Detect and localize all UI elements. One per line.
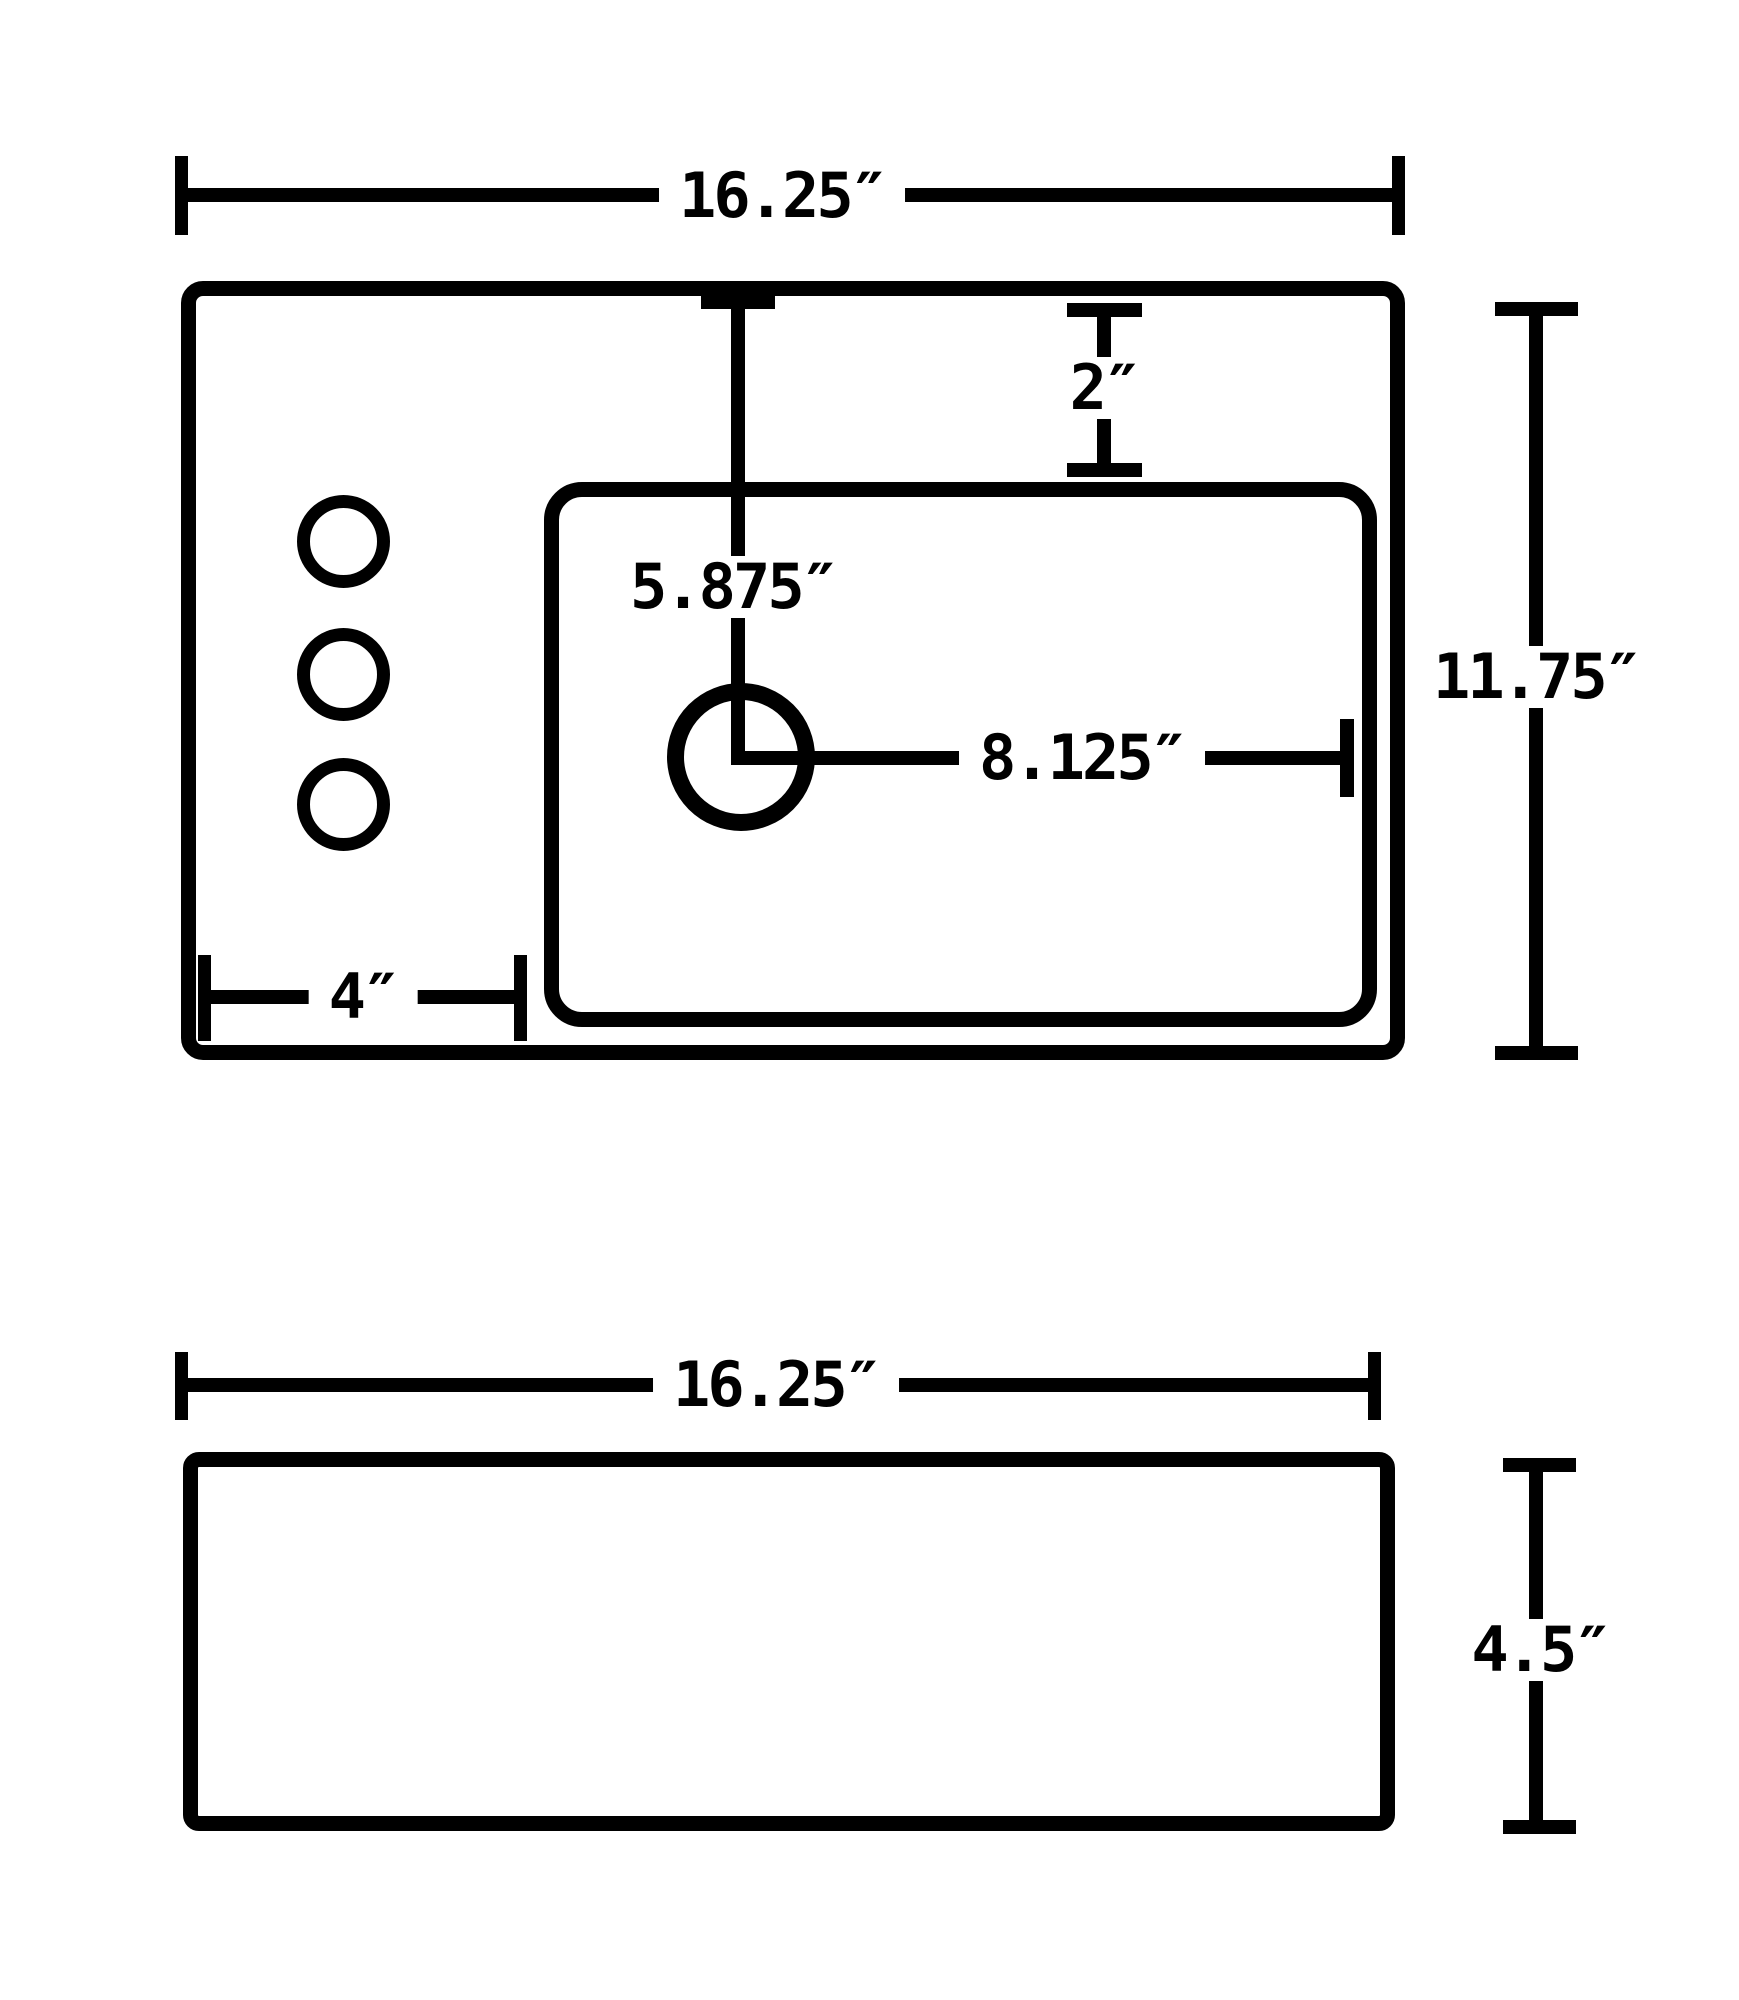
dim-tick-right — [1368, 1352, 1381, 1420]
dim-label-side-width: 16.25″ — [653, 1354, 899, 1416]
dim-label-basin-offset: 2″ — [1049, 357, 1159, 419]
dim-tick-left — [175, 1352, 188, 1420]
dim-label-faucet-span: 4″ — [308, 966, 418, 1028]
dim-bar-top — [1503, 1458, 1576, 1472]
dim-tick-left — [175, 156, 188, 235]
dim-label-drain-to-right: 8.125″ — [959, 727, 1205, 789]
dim-tick-right — [1392, 156, 1405, 235]
top-view-outline — [181, 281, 1405, 1060]
dim-bar-top — [1495, 302, 1578, 316]
faucet-hole-1 — [297, 495, 390, 588]
dim-bar-bottom — [1067, 463, 1142, 477]
dim-label-overall-depth: 11.75″ — [1413, 646, 1659, 708]
faucet-hole-3 — [297, 758, 390, 851]
dim-label-top-width: 16.25″ — [659, 165, 905, 227]
dim-bar-bottom — [1495, 1046, 1578, 1060]
side-view-outline — [183, 1452, 1395, 1831]
dim-label-drain-from-top: 5.875″ — [610, 556, 856, 618]
dim-bar-top — [1067, 303, 1142, 317]
dim-tick-right — [514, 955, 527, 1041]
faucet-hole-2 — [297, 628, 390, 721]
basin-outline — [544, 482, 1377, 1027]
dim-bar-bottom — [1503, 1820, 1576, 1834]
dim-bar-top — [701, 295, 775, 309]
dim-line — [731, 309, 745, 765]
dim-label-side-height: 4.5″ — [1451, 1619, 1629, 1681]
dim-tick-right — [1340, 719, 1354, 797]
dim-tick-left — [198, 955, 211, 1041]
